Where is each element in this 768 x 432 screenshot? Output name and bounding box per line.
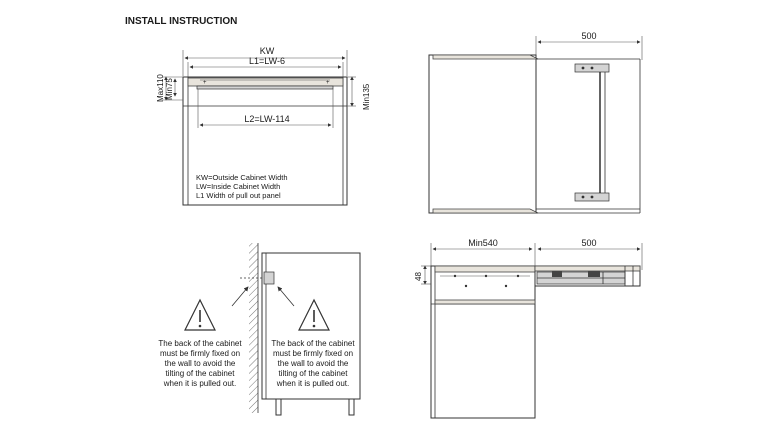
side-dim-min540: Min540 [468, 238, 498, 248]
warning-text-right-2: must be firmly fixed on [273, 349, 353, 358]
warning-text-right-4: tilting of the cabinet [279, 369, 349, 378]
warning-text-left-3: the wall to avoid the [165, 359, 236, 368]
l1-label: L1=LW-6 [249, 56, 285, 66]
warning-text-right-3: the wall to avoid the [278, 359, 349, 368]
page-title: INSTALL INSTRUCTION [125, 16, 237, 27]
wall-view: The back of the cabinet must be firmly f… [158, 243, 361, 416]
warning-text-left-5: when it is pulled out. [163, 379, 237, 388]
legend-l1: L1 Width of pull out panel [196, 191, 281, 200]
warning-text-right-5: when it is pulled out. [276, 379, 350, 388]
side-dim-48: 48 [414, 272, 423, 281]
warning-text-left-2: must be firmly fixed on [160, 349, 240, 358]
warning-text-left-1: The back of the cabinet [158, 339, 242, 348]
max110-label: Max110 [156, 74, 165, 102]
warning-text-right-1: The back of the cabinet [271, 339, 355, 348]
warning-icon-left [184, 298, 216, 331]
plus-mark-left: + [203, 80, 207, 86]
legend-lw: LW=Inside Cabinet Width [196, 182, 280, 191]
slide-clip-left [552, 271, 562, 277]
min135-label: Min135 [362, 83, 371, 110]
top-view: 500 [428, 31, 643, 214]
min75-label: Min75 [165, 78, 174, 100]
legend-kw: KW=Outside Cabinet Width [196, 173, 288, 182]
side-dim-500: 500 [581, 238, 596, 248]
l2-label: L2=LW-114 [244, 114, 289, 124]
kw-label: KW [260, 46, 275, 56]
top-dim-500: 500 [581, 31, 596, 41]
slide-clip-right [588, 271, 600, 277]
plus-mark-right: + [326, 80, 330, 86]
front-view: KW L1=LW-6 + + Max110 Min75 Min135 [156, 46, 371, 206]
warning-icon-right [298, 298, 330, 331]
side-view: Min540 500 48 [414, 238, 643, 419]
warning-text-left-4: tilting of the cabinet [166, 369, 236, 378]
